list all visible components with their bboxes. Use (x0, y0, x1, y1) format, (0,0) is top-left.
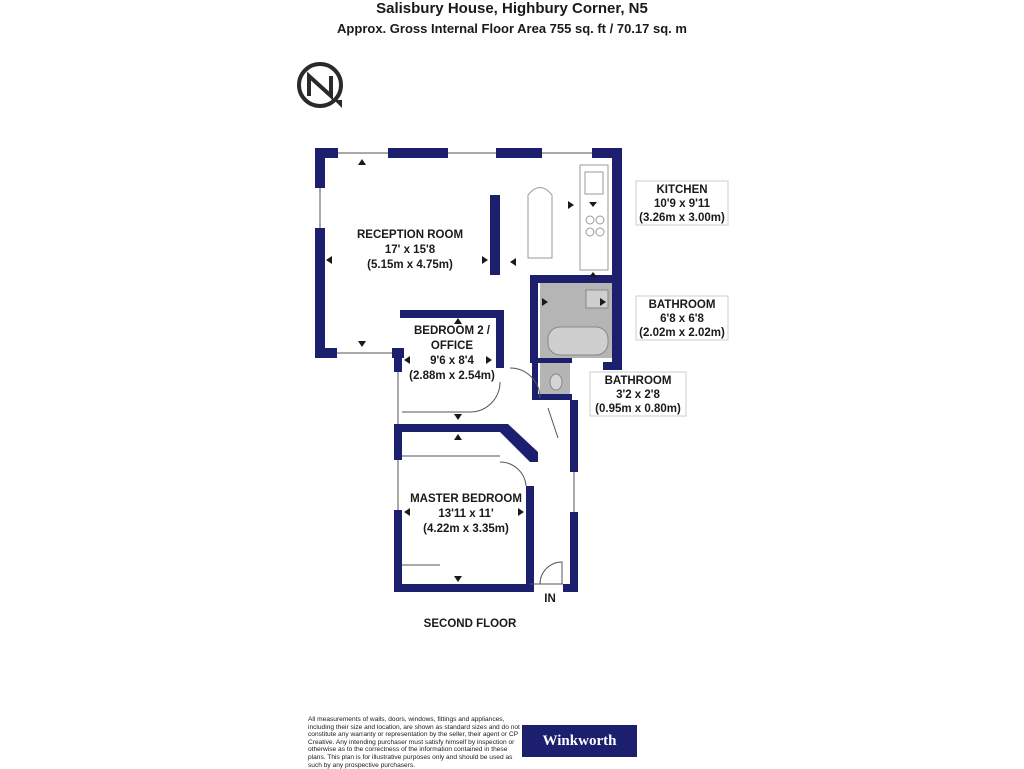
svg-text:BEDROOM 2 /: BEDROOM 2 / (414, 325, 491, 337)
kitchen-fixtures (527, 164, 609, 271)
svg-text:(2.88m x 2.54m): (2.88m x 2.54m) (409, 370, 495, 382)
entrance-label: IN (544, 593, 556, 605)
svg-text:10'9 x 9'11: 10'9 x 9'11 (654, 198, 711, 210)
svg-text:MASTER BEDROOM: MASTER BEDROOM (410, 493, 522, 505)
room-label-bathroom-small: BATHROOM 3'2 x 2'8 (0.95m x 0.80m) (589, 371, 687, 417)
svg-text:BATHROOM: BATHROOM (649, 299, 716, 311)
interior-lines (319, 152, 592, 585)
brand-logo: Winkworth (522, 725, 637, 757)
svg-text:17' x 15'8: 17' x 15'8 (385, 244, 436, 256)
svg-text:(5.15m x 4.75m): (5.15m x 4.75m) (367, 259, 453, 271)
svg-text:(4.22m x 3.35m): (4.22m x 3.35m) (423, 523, 509, 535)
svg-text:BATHROOM: BATHROOM (605, 375, 672, 387)
svg-text:6'8 x 6'8: 6'8 x 6'8 (660, 313, 704, 325)
svg-text:(0.95m x 0.80m): (0.95m x 0.80m) (595, 403, 681, 415)
plan-title: Salisbury House, Highbury Corner, N5 (376, 0, 648, 17)
svg-text:9'6 x 8'4: 9'6 x 8'4 (430, 355, 474, 367)
disclaimer-text: All measurements of walls, doors, window… (308, 716, 520, 769)
north-arrow-icon (297, 62, 343, 108)
floor-area (323, 155, 620, 585)
svg-text:(3.26m x 3.00m): (3.26m x 3.00m) (639, 212, 725, 224)
room-label-master-bedroom: MASTER BEDROOM 13'11 x 11' (4.22m x 3.35… (410, 493, 522, 535)
room-label-bathroom: BATHROOM 6'8 x 6'8 (2.02m x 2.02m) (635, 295, 729, 341)
room-label-bedroom-2: BEDROOM 2 / OFFICE 9'6 x 8'4 (2.88m x 2.… (409, 325, 495, 382)
floor-area-subtitle: Approx. Gross Internal Floor Area 755 sq… (337, 21, 687, 36)
svg-text:OFFICE: OFFICE (431, 340, 473, 352)
room-label-reception: RECEPTION ROOM 17' x 15'8 (5.15m x 4.75m… (357, 229, 463, 271)
dimension-markers (326, 159, 606, 582)
svg-text:RECEPTION ROOM: RECEPTION ROOM (357, 229, 463, 241)
svg-text:(2.02m x 2.02m): (2.02m x 2.02m) (639, 327, 725, 339)
svg-text:KITCHEN: KITCHEN (656, 184, 707, 196)
walls (315, 148, 622, 592)
bathroom-fixtures (540, 283, 612, 394)
svg-text:3'2 x 2'8: 3'2 x 2'8 (616, 389, 660, 401)
room-label-kitchen: KITCHEN 10'9 x 9'11 (3.26m x 3.00m) (635, 180, 729, 226)
svg-text:13'11 x 11': 13'11 x 11' (438, 508, 494, 520)
floor-label: SECOND FLOOR (423, 618, 517, 630)
